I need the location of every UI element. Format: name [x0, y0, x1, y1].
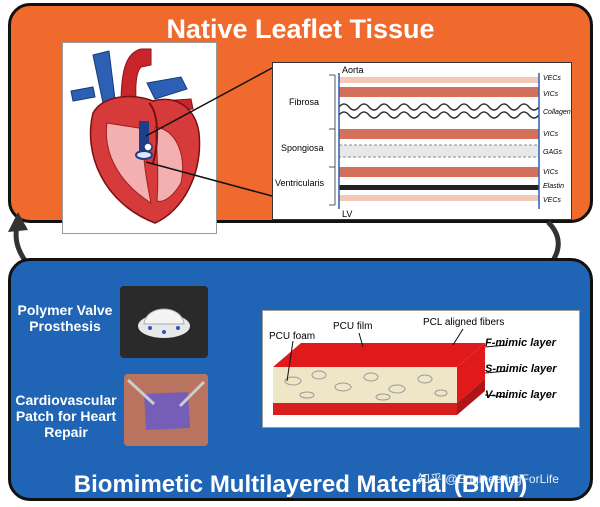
fibrosa-label: Fibrosa	[289, 97, 320, 107]
native-tissue-title: Native Leaflet Tissue	[166, 14, 435, 44]
watermark: 知乎 @EngineeringForLife	[418, 472, 559, 486]
vecs-top-label: VECs	[543, 75, 561, 82]
aorta-label: Aorta	[342, 65, 364, 75]
cardiovascular-patch-label: Cardiovascular Patch for Heart Repair	[15, 392, 117, 440]
ventricularis-label: Ventricularis	[275, 178, 325, 188]
s-mimic-layer-label: S-mimic layer	[485, 363, 557, 375]
heart-illustration-box	[62, 42, 217, 234]
bmm-material-box: PCU foam PCU film PCL aligned fibers F-m…	[262, 310, 580, 428]
vecs-bottom-label: VECs	[543, 197, 561, 204]
polymer-valve-label: Polymer Valve Prosthesis	[17, 302, 113, 334]
gags-label: GAGs	[543, 149, 563, 156]
pcu-foam-label: PCU foam	[269, 331, 316, 342]
bmm-layer-diagram	[273, 328, 508, 415]
heart-illustration	[70, 48, 201, 224]
vics-2-label: VICs	[543, 131, 559, 138]
elastin-label: Elastin	[543, 183, 565, 190]
vics-1-label: VICs	[543, 91, 559, 98]
surgery-icon	[124, 374, 208, 446]
pcu-film-label: PCU film	[333, 321, 373, 332]
valve-prosthesis-photo	[120, 286, 208, 358]
leaflet-histology-box: Aorta LV Fibrosa Spongiosa Ventricularis…	[272, 62, 572, 220]
collagen-label: Collagen	[543, 109, 571, 116]
cardiac-patch-photo	[124, 374, 208, 446]
histology-layers	[329, 73, 540, 209]
spongiosa-label: Spongiosa	[281, 143, 324, 153]
bmm-title: Biomimetic Multilayered Material (BMM)	[73, 471, 528, 498]
pcl-fibers-label: PCL aligned fibers	[423, 317, 505, 328]
v-mimic-layer-label: V-mimic layer	[485, 389, 557, 401]
lv-label: LV	[342, 209, 353, 219]
f-mimic-layer-label: F-mimic layer	[485, 337, 556, 349]
valve-icon	[138, 308, 190, 338]
vics-3-label: VICs	[543, 169, 559, 176]
